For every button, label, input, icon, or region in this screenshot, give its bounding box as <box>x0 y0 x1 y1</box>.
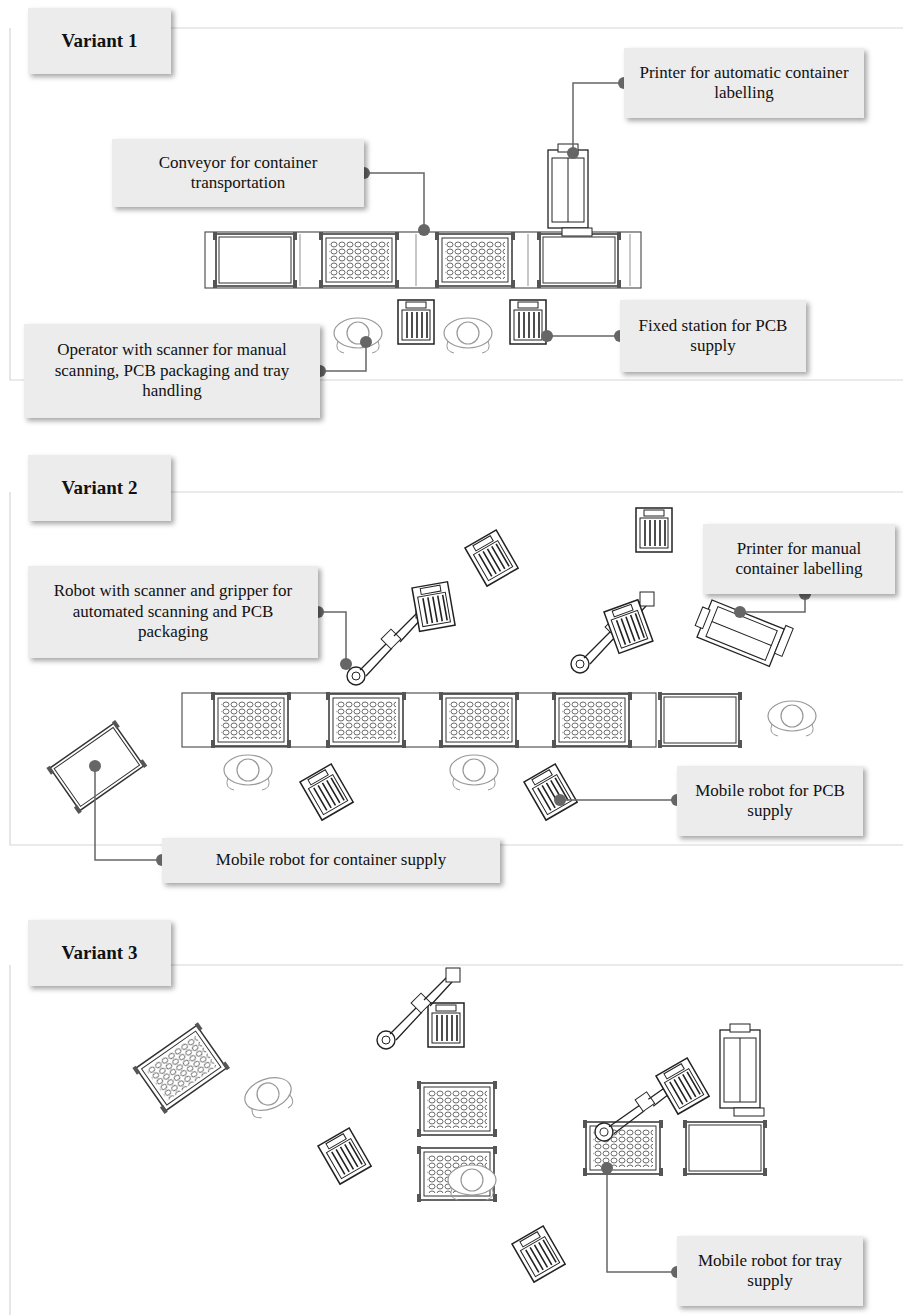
panel-frame <box>10 28 903 1315</box>
leader-lines <box>95 83 805 1272</box>
variant-heading: Variant 1 <box>28 8 171 74</box>
operator <box>334 318 382 353</box>
callout-text: Printer for manual container labelling <box>713 539 885 580</box>
mobile-container-robot <box>46 720 147 814</box>
operator <box>224 755 272 790</box>
conveyor <box>182 693 656 747</box>
leader-dots <box>89 77 811 1278</box>
container <box>658 692 742 748</box>
conveyor-roller <box>416 234 417 286</box>
callout-box: Operator with scanner for manual scannin… <box>24 324 320 418</box>
container <box>537 232 621 288</box>
callout-box: Robot with scanner and gripper for autom… <box>28 566 318 658</box>
callout-box: Conveyor for container transportation <box>112 139 364 207</box>
pcb-rack <box>656 1058 709 1114</box>
tray <box>132 1022 230 1114</box>
pcb-rack <box>412 582 455 632</box>
tray <box>552 692 632 748</box>
mobile-pcb-robot <box>318 1128 371 1184</box>
callout-box: Mobile robot for tray supply <box>677 1236 863 1306</box>
tray <box>435 232 515 288</box>
conveyor-roller <box>300 234 301 286</box>
operator <box>444 318 492 353</box>
callout-text: Conveyor for container transportation <box>122 153 354 194</box>
heading-text: Variant 1 <box>62 30 138 53</box>
conveyor <box>205 232 641 288</box>
variant-heading: Variant 2 <box>28 455 171 521</box>
tray <box>417 1081 497 1137</box>
robot-arm <box>571 592 654 673</box>
pcb-station <box>510 300 546 344</box>
pcb-station <box>398 300 434 344</box>
mobile-pcb-robot <box>512 1226 565 1282</box>
conveyor-roller <box>630 234 631 286</box>
mobile-pcb-robot <box>524 764 577 820</box>
operator <box>450 755 498 790</box>
tray <box>417 1146 497 1202</box>
callout-text: Mobile robot for tray supply <box>687 1251 853 1292</box>
callout-text: Fixed station for PCB supply <box>630 316 796 357</box>
operator <box>768 701 816 736</box>
heading-text: Variant 3 <box>62 942 138 965</box>
mobile-pcb-robot <box>300 764 353 820</box>
callout-text: Operator with scanner for manual scannin… <box>34 340 310 401</box>
robot-arm <box>377 968 460 1049</box>
variant-heading: Variant 3 <box>28 920 171 986</box>
pcb-rack <box>636 508 672 552</box>
printer <box>548 144 592 236</box>
pcb-rack <box>428 1003 464 1047</box>
callout-box: Printer for manual container labelling <box>703 524 895 594</box>
callout-text: Mobile robot for container supply <box>216 850 446 870</box>
pcb-rack <box>604 600 653 654</box>
tray <box>326 692 406 748</box>
callout-box: Mobile robot for container supply <box>162 838 500 883</box>
callout-box: Fixed station for PCB supply <box>620 300 806 372</box>
operator <box>240 1072 297 1121</box>
conveyor-roller <box>528 234 529 286</box>
callout-box: Printer for automatic container labellin… <box>624 48 864 118</box>
container <box>213 232 297 288</box>
callout-text: Printer for automatic container labellin… <box>634 63 854 104</box>
printer <box>691 594 793 669</box>
tray <box>439 692 519 748</box>
pcb-rack <box>465 530 518 586</box>
tray <box>211 692 291 748</box>
printer <box>720 1024 764 1116</box>
tray <box>319 232 399 288</box>
callout-text: Robot with scanner and gripper for autom… <box>38 581 308 642</box>
callout-text: Mobile robot for PCB supply <box>687 781 853 822</box>
callout-box: Mobile robot for PCB supply <box>677 766 863 836</box>
container <box>683 1120 767 1176</box>
operator <box>448 1165 496 1200</box>
heading-text: Variant 2 <box>62 477 138 500</box>
variant-3-layout <box>132 968 767 1282</box>
